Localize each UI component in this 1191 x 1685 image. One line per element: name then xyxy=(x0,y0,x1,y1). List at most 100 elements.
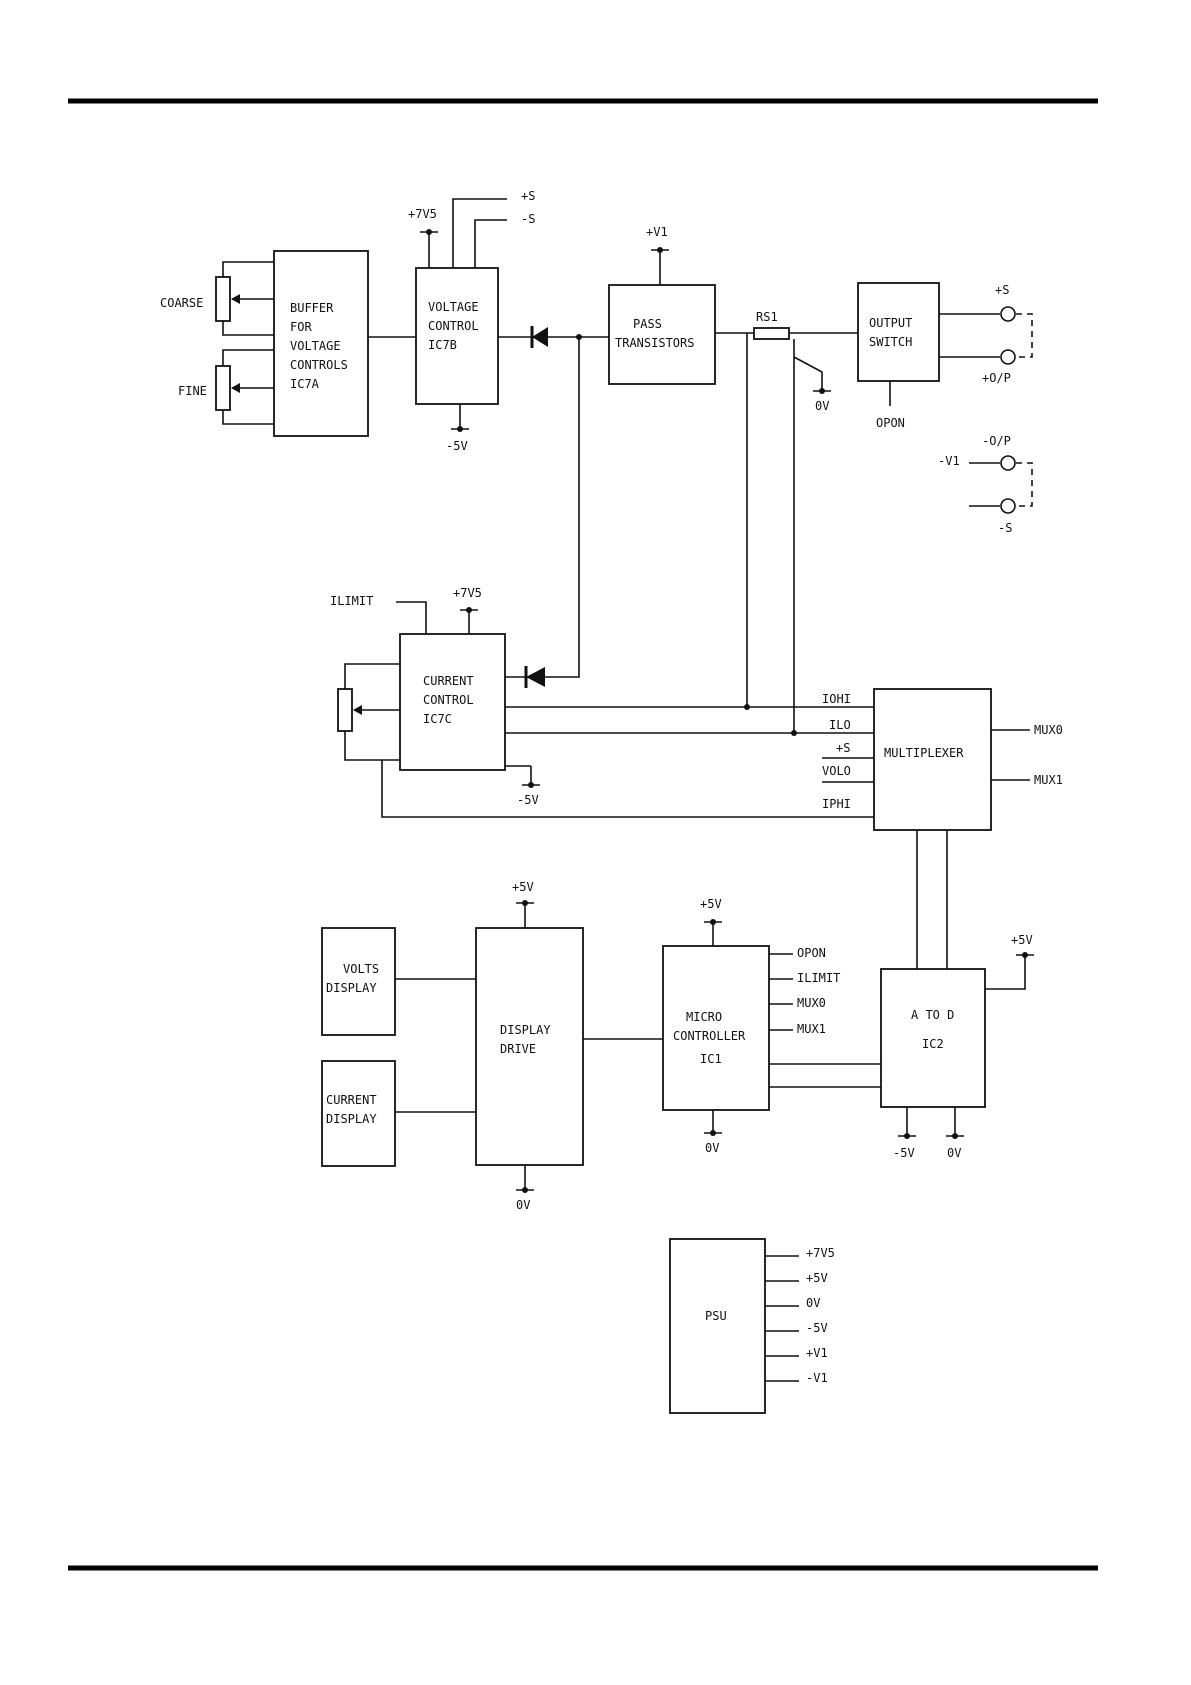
svg-text:VOLO: VOLO xyxy=(822,764,851,778)
psu-output-wires xyxy=(765,1255,799,1382)
display-drive-block xyxy=(475,927,584,1166)
wire-plus-s xyxy=(452,198,507,268)
svg-text:IC7C: IC7C xyxy=(423,712,452,726)
svg-text:TRANSISTORS: TRANSISTORS xyxy=(615,336,694,350)
rs1-resistor xyxy=(753,327,790,340)
wire-ilo xyxy=(793,339,874,734)
volts-display-block xyxy=(321,927,396,1036)
output-plus-s-label: +S xyxy=(995,283,1009,297)
fine-potentiometer xyxy=(215,349,274,425)
output-switch-text: OUTPUT SWITCH xyxy=(869,316,912,349)
wire-ilimit xyxy=(396,601,427,634)
shunt-ground-label: 0V xyxy=(815,399,829,413)
svg-text:IOHI: IOHI xyxy=(822,692,851,706)
mux-output-0: MUX0 xyxy=(1034,723,1063,737)
svg-text:SWITCH: SWITCH xyxy=(869,335,912,349)
negative-output-terminal xyxy=(1000,455,1016,471)
coarse-potentiometer xyxy=(215,261,274,336)
svg-text:ILIMIT: ILIMIT xyxy=(797,971,840,985)
svg-text:CURRENT: CURRENT xyxy=(326,1093,377,1107)
drive-ground-label: 0V xyxy=(516,1198,530,1212)
svg-text:MUX1: MUX1 xyxy=(797,1022,826,1036)
svg-text:DISPLAY: DISPLAY xyxy=(326,1112,377,1126)
svg-text:IC2: IC2 xyxy=(922,1037,944,1051)
adc-negative-label: -5V xyxy=(893,1146,915,1160)
current-control-text: CURRENT CONTROL IC7C xyxy=(423,674,474,726)
svg-text:ILO: ILO xyxy=(829,718,851,732)
wire-minus-s xyxy=(474,219,507,268)
mux-input-labels: IOHI ILO +S VOLO IPHI xyxy=(822,692,851,811)
current-control-block xyxy=(399,633,506,771)
adc-supply-label: +5V xyxy=(1011,933,1033,947)
svg-text:PASS: PASS xyxy=(633,317,662,331)
buffer-block xyxy=(273,250,369,437)
wire-iphi xyxy=(381,760,874,818)
svg-text:+5V: +5V xyxy=(806,1271,828,1285)
svg-text:CONTROLS: CONTROLS xyxy=(290,358,348,372)
svg-text:MUX0: MUX0 xyxy=(797,996,826,1010)
svg-text:OPON: OPON xyxy=(797,946,826,960)
minus-v1-label: -V1 xyxy=(938,454,960,468)
svg-text:DISPLAY: DISPLAY xyxy=(500,1023,551,1037)
micro-controller-block xyxy=(662,945,770,1111)
psu-output-labels: +7V5 +5V 0V -5V +V1 -V1 xyxy=(806,1246,835,1385)
mux-output-1: MUX1 xyxy=(1034,773,1063,787)
svg-text:-5V: -5V xyxy=(806,1321,828,1335)
buffer-text: BUFFER FOR VOLTAGE CONTROLS IC7A xyxy=(290,301,348,391)
svg-text:IC7B: IC7B xyxy=(428,338,457,352)
pass-transistors-block xyxy=(608,284,716,385)
output-minus-s-label: -S xyxy=(998,521,1012,535)
svg-text:CURRENT: CURRENT xyxy=(423,674,474,688)
svg-text:IC1: IC1 xyxy=(700,1052,722,1066)
a-to-d-text: A TO D IC2 xyxy=(911,1008,954,1051)
svg-text:CONTROLLER: CONTROLLER xyxy=(673,1029,746,1043)
opon-label: OPON xyxy=(876,416,905,430)
display-drive-text: DISPLAY DRIVE xyxy=(500,1023,551,1056)
micro-controller-text: MICRO CONTROLLER IC1 xyxy=(673,1010,746,1066)
multiplexer-block xyxy=(873,688,992,831)
adc-ground-label: 0V xyxy=(947,1146,961,1160)
mcu-ground-label: 0V xyxy=(705,1141,719,1155)
minus-s-label: -S xyxy=(521,212,535,226)
svg-text:MICRO: MICRO xyxy=(686,1010,722,1024)
current-display-block xyxy=(321,1060,396,1167)
plus-op-label: +O/P xyxy=(982,371,1011,385)
plus-s-label: +S xyxy=(521,189,535,203)
ilimit-label: ILIMIT xyxy=(330,594,373,608)
voltage-control-text: VOLTAGE CONTROL IC7B xyxy=(428,300,479,352)
svg-text:DISPLAY: DISPLAY xyxy=(326,981,377,995)
mcu-signal-labels: OPON ILIMIT MUX0 MUX1 xyxy=(797,946,840,1036)
svg-text:DRIVE: DRIVE xyxy=(500,1042,536,1056)
voltage-control-block xyxy=(415,267,499,405)
positive-output-terminal xyxy=(1000,349,1016,365)
mcu-supply-label: +5V xyxy=(700,897,722,911)
svg-text:A TO D: A TO D xyxy=(911,1008,954,1022)
positive-sense-terminal xyxy=(1000,306,1016,322)
a-to-d-block xyxy=(880,968,986,1108)
wire-iohi xyxy=(746,333,874,708)
volts-display-text: VOLTS DISPLAY xyxy=(326,962,379,995)
cc-supply-label: +7V5 xyxy=(453,586,482,600)
svg-text:+V1: +V1 xyxy=(806,1346,828,1360)
svg-text:IC7A: IC7A xyxy=(290,377,320,391)
svg-text:IPHI: IPHI xyxy=(822,797,851,811)
svg-text:+7V5: +7V5 xyxy=(806,1246,835,1260)
current-display-text: CURRENT DISPLAY xyxy=(326,1093,377,1126)
svg-text:BUFFER: BUFFER xyxy=(290,301,334,315)
coarse-label: COARSE xyxy=(160,296,203,310)
vc-negative-label: -5V xyxy=(446,439,468,453)
output-switch-block xyxy=(857,282,940,382)
psu-text: PSU xyxy=(705,1309,727,1323)
minus-op-label: -O/P xyxy=(982,434,1011,448)
current-limit-potentiometer xyxy=(337,663,400,761)
current-diode xyxy=(524,666,545,688)
pass-supply-label: +V1 xyxy=(646,225,668,239)
pass-transistors-text: PASS TRANSISTORS xyxy=(615,317,694,350)
svg-text:FOR: FOR xyxy=(290,320,312,334)
drive-supply-label: +5V xyxy=(512,880,534,894)
svg-text:VOLTAGE: VOLTAGE xyxy=(428,300,479,314)
cc-negative-label: -5V xyxy=(517,793,539,807)
svg-text:0V: 0V xyxy=(806,1296,820,1310)
svg-text:CONTROL: CONTROL xyxy=(423,693,474,707)
